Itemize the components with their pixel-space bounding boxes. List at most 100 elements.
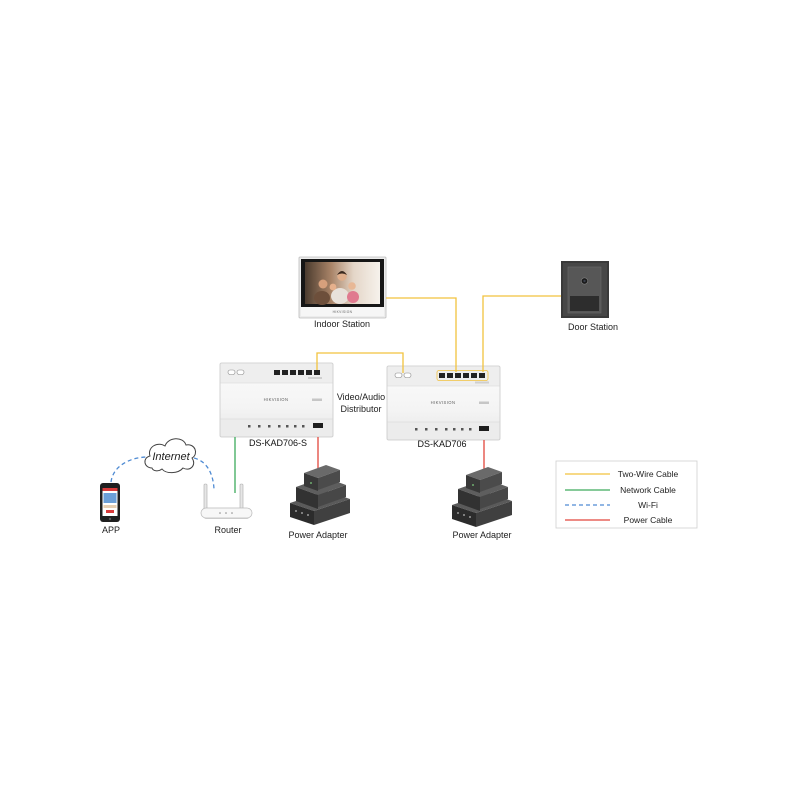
screen-family-photo — [314, 271, 359, 305]
phone-app-header — [102, 488, 118, 491]
distributor-connector — [236, 369, 245, 375]
terminal-block — [306, 370, 312, 375]
two-wire-cable-indoor-to-distributor — [386, 297, 457, 372]
terminal-block — [447, 373, 453, 378]
adapter-mid-front — [458, 489, 480, 511]
adapter-mid-front — [296, 487, 318, 509]
distributor-ds-kad706-s: HIKVISION — [219, 362, 334, 438]
adapter-top-front — [466, 475, 480, 493]
adapter-top-front — [304, 473, 318, 491]
power-adapter-right — [452, 467, 512, 527]
router-led — [225, 512, 227, 514]
bottom-terminal — [461, 428, 464, 431]
terminal-block — [282, 370, 288, 375]
adapter-terminal-screw — [307, 514, 309, 516]
two-wire-cable-door-to-distributor — [482, 295, 561, 372]
legend-label-power: Power Cable — [624, 515, 673, 525]
legend: Two-Wire Cable Network Cable Wi-Fi Power… — [555, 460, 698, 529]
indoor-station-label: Indoor Station — [314, 319, 370, 329]
adapter-mid-side — [318, 485, 346, 507]
legend-box — [555, 460, 698, 529]
adapter-terminal-screw — [469, 516, 471, 518]
terminal-block — [274, 370, 280, 375]
terminal-block — [463, 373, 469, 378]
bottom-terminal — [469, 428, 472, 431]
distributor-left-model: DS-KAD706-S — [249, 438, 307, 448]
router — [200, 483, 253, 519]
terminal-block — [314, 370, 320, 375]
adapter-top-top — [304, 465, 340, 478]
phone-app-thumb — [103, 505, 117, 508]
bottom-terminal — [248, 425, 251, 428]
legend-label-network: Network Cable — [620, 485, 676, 495]
adapter-led — [472, 484, 474, 486]
indoor-station: HIKVISION — [298, 256, 387, 319]
bottom-terminal — [302, 425, 305, 428]
door-station-camera-lens — [583, 279, 586, 283]
indoor-station-chin — [301, 307, 384, 316]
distributor-bottom-strip — [387, 422, 500, 440]
adapter-base-side — [476, 501, 512, 527]
distributor-right-model: DS-KAD706 — [417, 439, 466, 449]
bottom-terminal — [286, 425, 289, 428]
phone-home-button — [108, 517, 112, 521]
adapter-top-top — [466, 467, 502, 480]
bottom-terminal — [415, 428, 418, 431]
distributor-status-logo — [312, 398, 322, 401]
power-adapter-left — [290, 465, 350, 525]
terminal-block — [298, 370, 304, 375]
distributor-bottom-terminals — [248, 425, 305, 428]
terminal-block — [439, 373, 445, 378]
bottom-terminal — [425, 428, 428, 431]
app-label: APP — [102, 525, 120, 535]
adapter-led — [310, 482, 312, 484]
distributor-top-tag — [475, 381, 489, 384]
adapter-terminal-screw — [301, 512, 303, 514]
adapter-top-side — [480, 472, 502, 492]
cloud-icon — [144, 438, 197, 474]
power-adapter-right-label: Power Adapter — [452, 530, 511, 540]
photo-person-body — [314, 291, 330, 305]
smartphone — [100, 483, 120, 522]
photo-person-head — [318, 279, 328, 289]
distributor-bottom-terminals — [415, 428, 472, 431]
photo-person-body — [331, 288, 349, 304]
distributor-bottom-strip — [220, 419, 333, 437]
distributor-ds-kad706: HIKVISION — [386, 365, 501, 441]
bottom-terminal — [453, 428, 456, 431]
bottom-terminal — [278, 425, 281, 428]
legend-label-wifi: Wi-Fi — [638, 500, 658, 510]
terminal-block — [471, 373, 477, 378]
bottom-terminal — [258, 425, 261, 428]
phone-app-video — [103, 493, 117, 503]
photo-child-head — [329, 283, 337, 291]
indoor-station-brand: HIKVISION — [333, 310, 353, 314]
power-adapter-left-label: Power Adapter — [288, 530, 347, 540]
wifi-link-internet-to-router — [193, 457, 215, 490]
distributor-connector — [403, 372, 412, 378]
door-station-label: Door Station — [568, 322, 618, 332]
two-wire-cable-distributor-link — [316, 352, 404, 373]
terminal-block — [455, 373, 461, 378]
internet-cloud: Internet — [144, 438, 197, 474]
terminal-block — [479, 373, 485, 378]
internet-label: Internet — [152, 451, 190, 463]
adapter-base-side — [314, 499, 350, 525]
bottom-terminal — [435, 428, 438, 431]
photo-child-body — [347, 291, 359, 303]
wifi-link-phone-to-internet — [110, 456, 149, 483]
door-station-button-panel — [570, 296, 599, 311]
distributor-power-port — [479, 426, 489, 431]
router-antenna-right — [239, 483, 244, 511]
phone-app-button — [106, 510, 114, 513]
bottom-terminal — [445, 428, 448, 431]
terminal-highlight — [436, 370, 489, 381]
distributor-terminal-row — [439, 373, 485, 378]
adapter-terminal-screw — [457, 512, 459, 514]
router-label: Router — [214, 525, 241, 535]
terminal-block — [290, 370, 296, 375]
router-led — [219, 512, 221, 514]
router-antenna-left — [203, 483, 208, 511]
distributor-brand: HIKVISION — [264, 397, 289, 402]
